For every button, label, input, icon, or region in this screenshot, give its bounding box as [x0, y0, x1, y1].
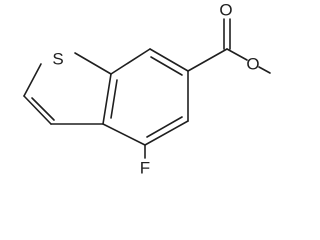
- sulfur-atom-label: S: [52, 49, 63, 68]
- carbonyl-oxygen-atom-label: O: [219, 0, 232, 19]
- bond-c7-c6-inner: [150, 56, 183, 76]
- bond-c2-c3: [23, 95, 52, 125]
- bond-c7a-c7: [110, 48, 151, 75]
- bond-c5-c4: [144, 120, 189, 146]
- atom-labels: S F O O: [52, 0, 259, 177]
- bond-c2-c3-inner: [31, 97, 55, 121]
- bond-c3a-c7a-inner: [110, 79, 118, 119]
- bond-lines: [23, 18, 271, 159]
- bond-carbonyl-c-ester-o: [226, 48, 248, 61]
- bond-c4-c3a: [102, 123, 146, 146]
- fluorine-atom-label: F: [140, 158, 150, 177]
- bond-ester-o-ch2: [258, 66, 271, 74]
- chemical-structure-diagram: S F O O: [23, 0, 271, 177]
- bond-s-c2: [23, 63, 42, 97]
- bond-c5-c4-inner: [146, 116, 183, 138]
- bond-c7a-s: [74, 52, 112, 75]
- bond-c3a-c7a: [102, 73, 112, 125]
- bond-c7-c6: [149, 48, 189, 72]
- ester-oxygen-atom-label: O: [246, 54, 259, 73]
- structure-svg: S F O O: [23, 0, 271, 177]
- bond-c6-carbonyl-c: [187, 48, 228, 72]
